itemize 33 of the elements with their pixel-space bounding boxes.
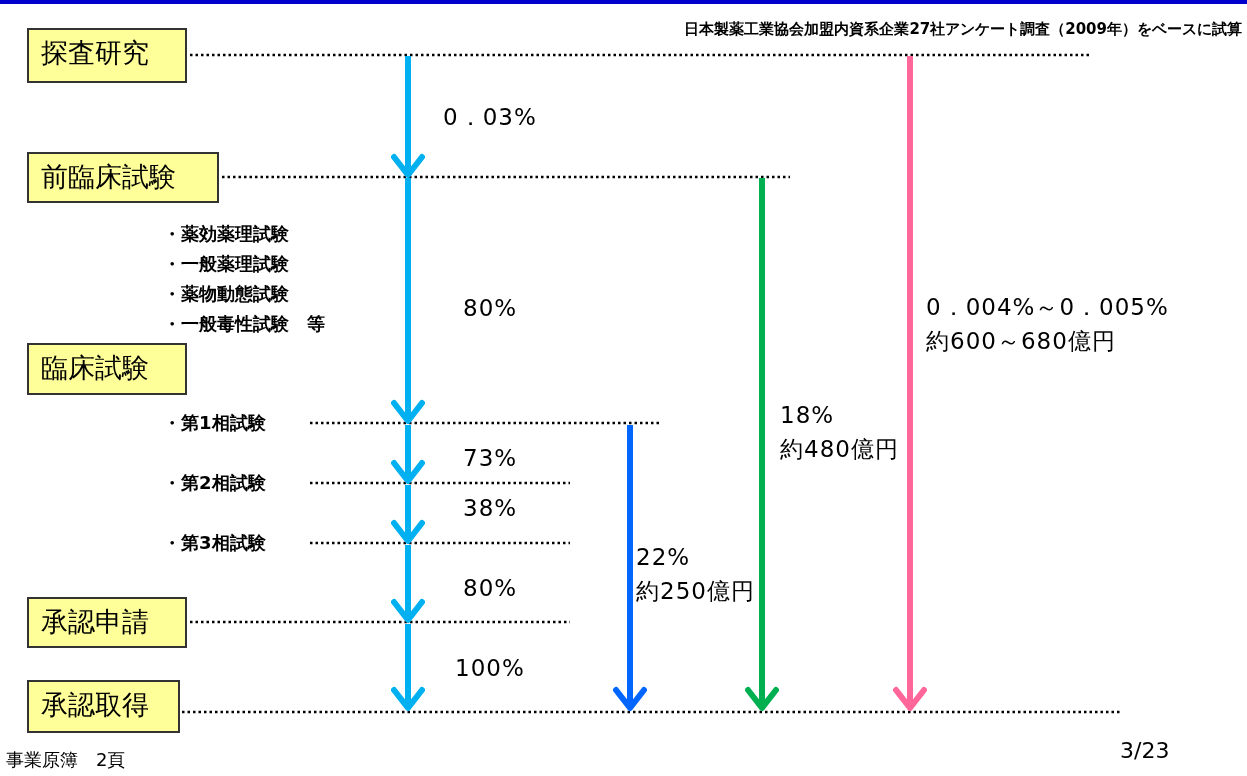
page-number: 3/23 [1120,738,1170,763]
arrow [391,545,425,623]
edge-label: 80% [463,294,518,323]
edge-label: 100% [455,654,525,683]
phase-label: ・第1相試験 [163,412,266,434]
arrow [391,425,425,484]
arrow [391,624,425,711]
arrow [745,178,779,711]
arrow [391,56,425,178]
arrow [391,178,425,424]
stage-box: 承認申請 [27,597,187,648]
test-item: ・一般毒性試験 等 [163,312,325,336]
edge-label: 22% 約250億円 [636,543,755,606]
edge-label: 73% [463,444,518,473]
stage-box: 前臨床試験 [27,152,219,203]
arrow [613,425,647,711]
stage-box: 探査研究 [27,28,187,83]
test-item: ・薬効薬理試験 [163,222,289,246]
edge-label: 38% [463,494,518,523]
stage-box: 承認取得 [27,680,180,733]
edge-label: 80% [463,574,518,603]
arrow [893,56,927,711]
phase-label: ・第3相試験 [163,532,266,554]
source-reference: 事業原簿 2頁 [6,748,126,772]
stage-box: 臨床試験 [27,343,187,395]
test-item: ・薬物動態試験 [163,282,289,306]
test-item: ・一般薬理試験 [163,252,289,276]
edge-label: 18% 約480億円 [780,401,899,464]
arrow [391,485,425,544]
edge-label: 0．03% [443,103,537,132]
source-note: 日本製薬工業協会加盟内資系企業27社アンケート調査（2009年）をベースに試算 [684,20,1242,39]
edge-label: 0．004%～0．005% 約600～680億円 [926,293,1169,356]
phase-label: ・第2相試験 [163,472,266,494]
